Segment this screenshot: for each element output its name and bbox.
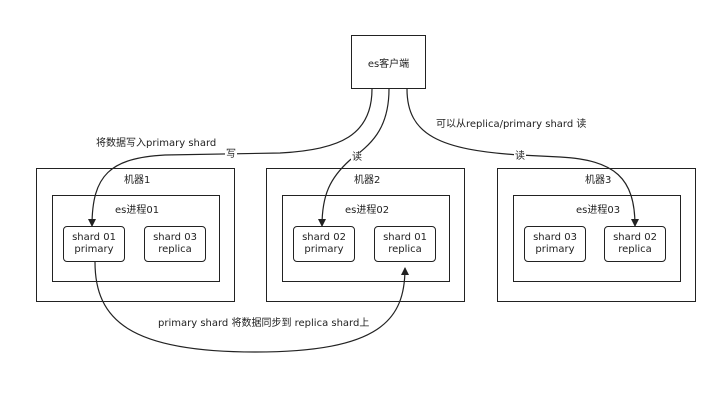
- machine-3-label: 机器3: [585, 175, 612, 186]
- shard-role: replica: [388, 244, 422, 255]
- process-3: [513, 195, 681, 282]
- es-client-node: es客户端: [351, 35, 426, 89]
- read-tag-machine2: 读: [351, 152, 363, 163]
- machine-3: [497, 168, 696, 302]
- machine-1-label: 机器1: [124, 175, 151, 186]
- process-3-label: es进程03: [576, 205, 621, 216]
- shard-name: shard 02: [302, 232, 346, 243]
- shard-name: shard 01: [72, 232, 116, 243]
- shard-role: primary: [535, 244, 575, 255]
- process-2: [282, 195, 450, 282]
- es-client-label: es客户端: [367, 58, 410, 70]
- read-tag-machine3: 读: [514, 151, 526, 162]
- shard-role: primary: [74, 244, 114, 255]
- write-description: 将数据写入primary shard: [96, 138, 217, 149]
- process-1: [52, 195, 220, 282]
- sync-description: primary shard 将数据同步到 replica shard上: [158, 318, 370, 329]
- shard-name: shard 02: [613, 232, 657, 243]
- machine-2-label: 机器2: [354, 175, 381, 186]
- process-1-label: es进程01: [115, 205, 160, 216]
- shard-role: replica: [618, 244, 652, 255]
- machine-2: [266, 168, 465, 302]
- shard-name: shard 03: [533, 232, 577, 243]
- read-edge-machine2: [318, 88, 390, 227]
- shard-card-2-primary: shard 02 primary: [293, 226, 355, 262]
- sync-edge: [94, 261, 409, 353]
- shard-card-1-primary: shard 01 primary: [63, 226, 125, 262]
- write-tag: 写: [225, 149, 237, 160]
- machine-1: [36, 168, 235, 302]
- shard-card-3-primary: shard 03 primary: [524, 226, 586, 262]
- shard-name: shard 03: [153, 232, 197, 243]
- read-description: 可以从replica/primary shard 读: [436, 119, 587, 130]
- process-2-label: es进程02: [345, 205, 390, 216]
- shard-card-1-replica: shard 03 replica: [144, 226, 206, 262]
- shard-name: shard 01: [383, 232, 427, 243]
- shard-role: primary: [304, 244, 344, 255]
- write-edge: [88, 88, 373, 227]
- shard-card-2-replica: shard 01 replica: [374, 226, 436, 262]
- shard-role: replica: [158, 244, 192, 255]
- shard-card-3-replica: shard 02 replica: [604, 226, 666, 262]
